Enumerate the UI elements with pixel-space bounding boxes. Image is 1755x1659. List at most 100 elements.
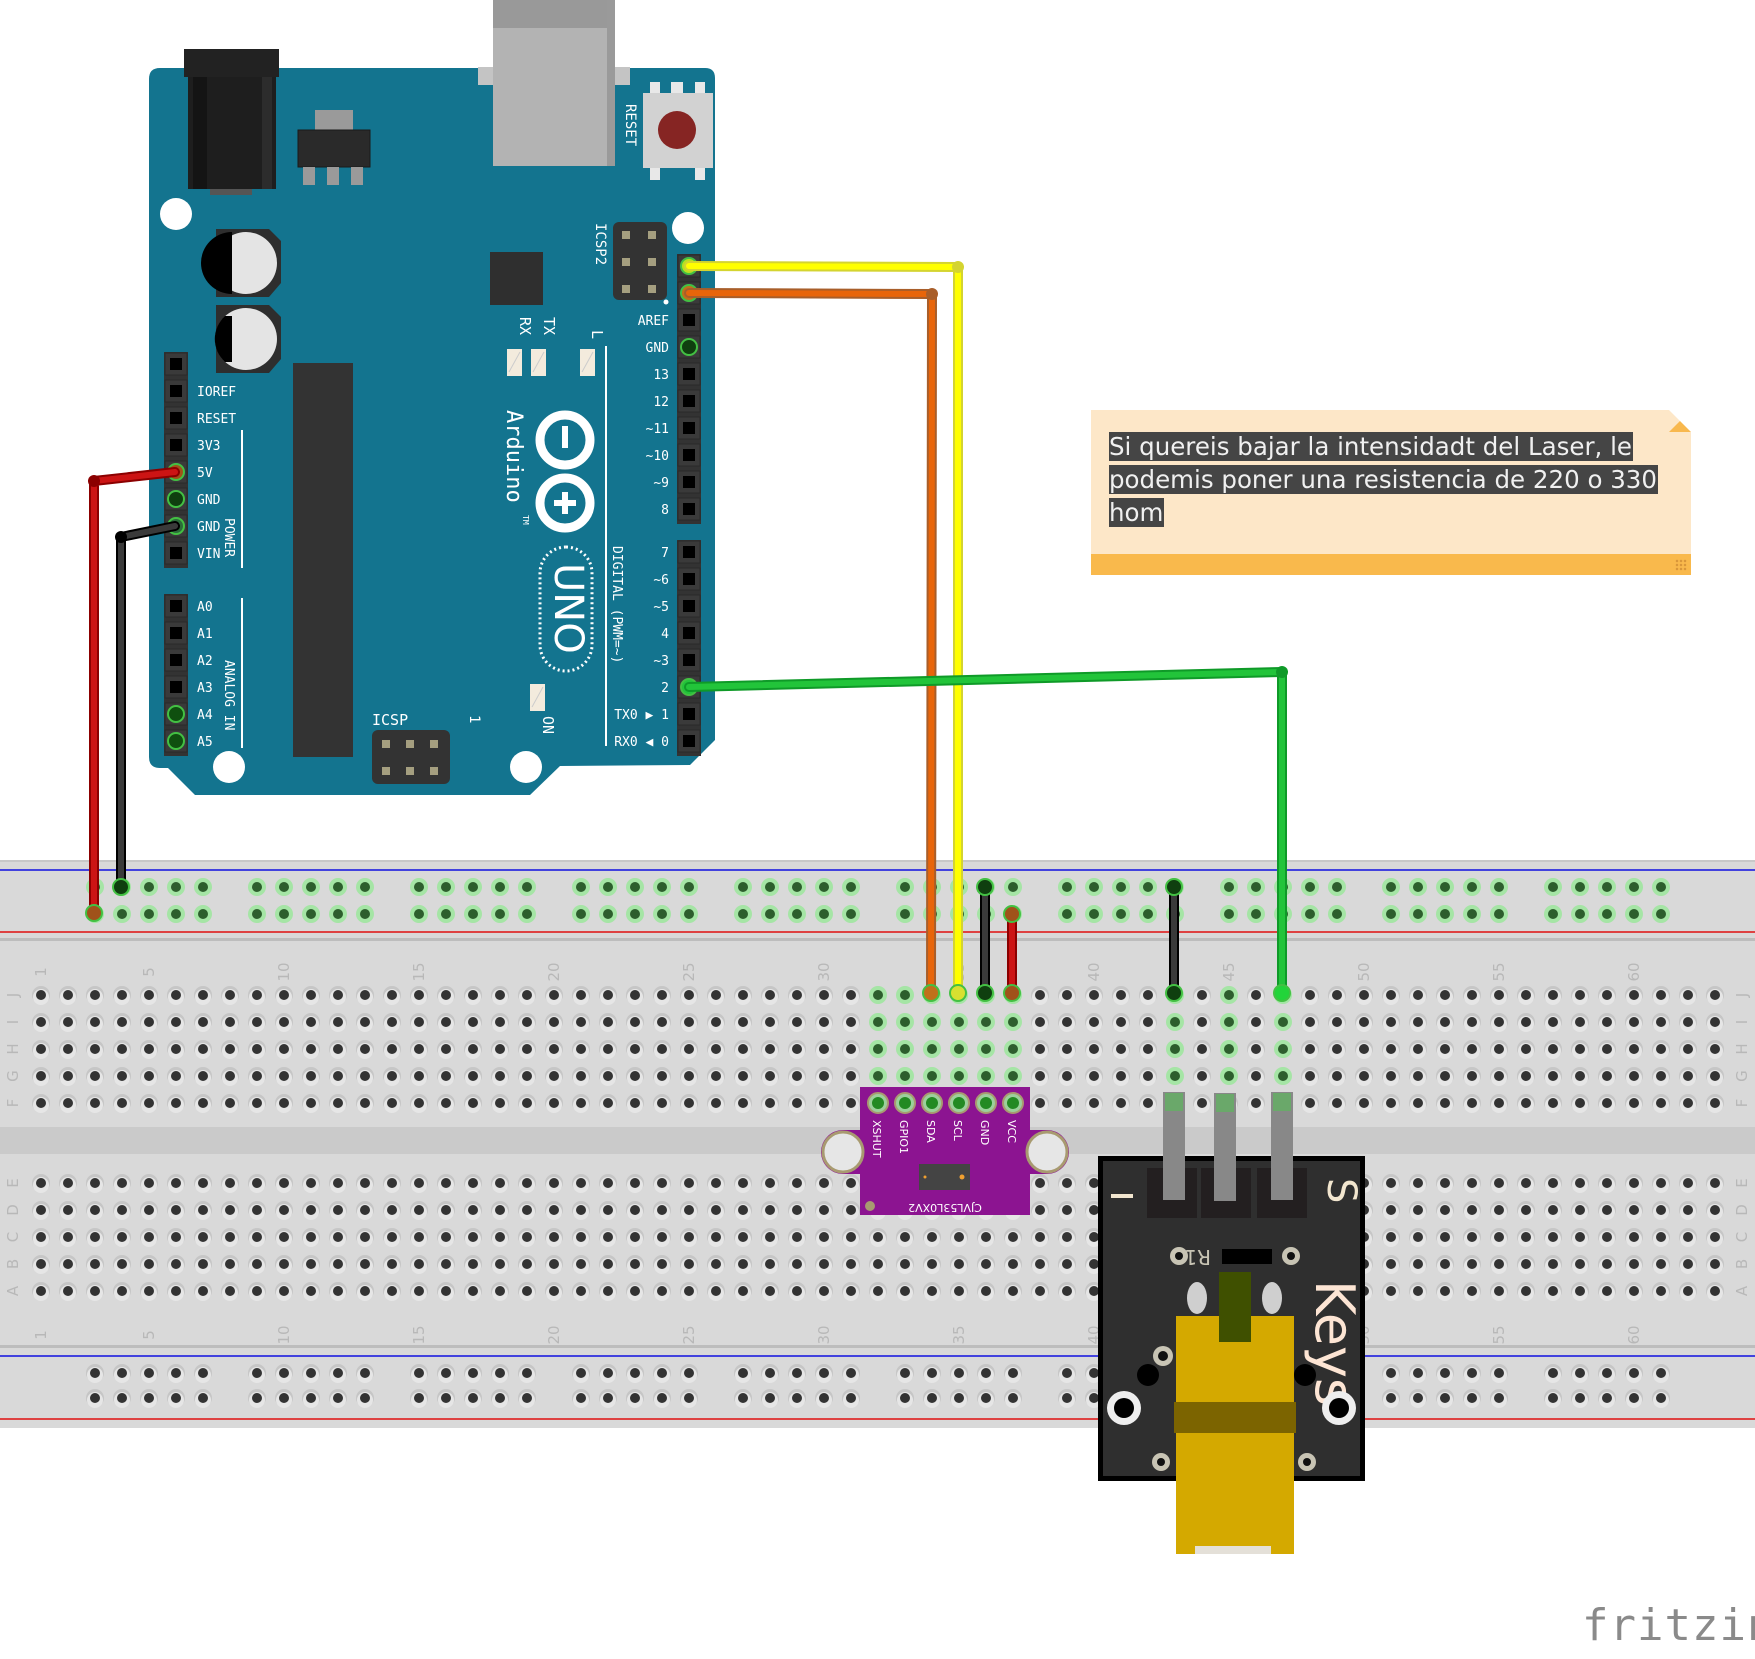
breadboard-hole-I30[interactable] [815, 1013, 833, 1032]
breadboard-hole-G14[interactable] [383, 1067, 401, 1086]
breadboard-hole-A14[interactable] [383, 1282, 401, 1301]
top-rail-hole[interactable] [302, 905, 320, 923]
top-rail-hole[interactable] [464, 905, 482, 923]
breadboard-hole-A33[interactable] [896, 1282, 914, 1301]
breadboard-hole-E6[interactable] [167, 1174, 185, 1193]
bottom-rail-hole[interactable] [248, 1364, 266, 1383]
breadboard-hole-E17[interactable] [464, 1174, 482, 1193]
breadboard-hole-D12[interactable] [329, 1201, 347, 1220]
breadboard-hole-F44[interactable] [1193, 1094, 1211, 1113]
wire-endpoint[interactable] [976, 878, 994, 896]
bottom-rail-hole[interactable] [1436, 1389, 1454, 1408]
breadboard-hole-C25[interactable] [680, 1228, 698, 1247]
breadboard-hole-J59[interactable] [1598, 986, 1616, 1005]
breadboard-hole-I15[interactable] [410, 1013, 428, 1032]
breadboard-hole-A5[interactable] [140, 1282, 158, 1301]
top-rail-hole[interactable] [1247, 905, 1265, 923]
breadboard-hole-B61[interactable] [1652, 1255, 1670, 1274]
breadboard-hole-I57[interactable] [1544, 1013, 1562, 1032]
top-rail-hole[interactable] [896, 878, 914, 896]
breadboard-hole-F1[interactable] [32, 1094, 50, 1113]
breadboard-hole-F16[interactable] [437, 1094, 455, 1113]
top-rail-hole[interactable] [1652, 878, 1670, 896]
bottom-rail-hole[interactable] [86, 1389, 104, 1408]
breadboard-hole-C35[interactable] [950, 1228, 968, 1247]
breadboard-hole-F4[interactable] [113, 1094, 131, 1113]
breadboard-hole-E53[interactable] [1436, 1174, 1454, 1193]
breadboard-hole-G38[interactable] [1031, 1067, 1049, 1086]
header-pin-a3[interactable]: A3 [164, 675, 213, 699]
breadboard-hole-G4[interactable] [113, 1067, 131, 1086]
breadboard-hole-I16[interactable] [437, 1013, 455, 1032]
breadboard-hole-H59[interactable] [1598, 1040, 1616, 1059]
breadboard-hole-E12[interactable] [329, 1174, 347, 1193]
breadboard-hole-G33[interactable] [896, 1067, 914, 1085]
breadboard-hole-G60[interactable] [1625, 1067, 1643, 1086]
breadboard-hole-J23[interactable] [626, 986, 644, 1005]
breadboard-hole-D10[interactable] [275, 1201, 293, 1220]
breadboard-hole-E62[interactable] [1679, 1174, 1697, 1193]
breadboard-hole-G43[interactable] [1166, 1067, 1184, 1085]
top-rail-hole[interactable] [599, 878, 617, 896]
breadboard-hole-H12[interactable] [329, 1040, 347, 1059]
bottom-rail-hole[interactable] [1652, 1389, 1670, 1408]
breadboard-hole-D25[interactable] [680, 1201, 698, 1220]
breadboard-hole-I38[interactable] [1031, 1013, 1049, 1032]
bottom-rail-hole[interactable] [1382, 1389, 1400, 1408]
breadboard-hole-B36[interactable] [977, 1255, 995, 1274]
breadboard-hole-I35[interactable] [950, 1013, 968, 1031]
breadboard-hole-G55[interactable] [1490, 1067, 1508, 1086]
breadboard-hole-A11[interactable] [302, 1282, 320, 1301]
breadboard-hole-G45[interactable] [1220, 1067, 1238, 1085]
header-pin-ioref[interactable]: IOREF [164, 379, 236, 403]
breadboard-hole-H36[interactable] [977, 1040, 995, 1058]
breadboard-hole-G30[interactable] [815, 1067, 833, 1086]
breadboard-hole-C14[interactable] [383, 1228, 401, 1247]
top-rail-hole[interactable] [1490, 878, 1508, 896]
top-rail-hole[interactable] [761, 905, 779, 923]
breadboard-hole-F11[interactable] [302, 1094, 320, 1113]
bottom-rail-hole[interactable] [977, 1389, 995, 1408]
breadboard-hole-A2[interactable] [59, 1282, 77, 1301]
breadboard-hole-J61[interactable] [1652, 986, 1670, 1005]
top-rail-hole[interactable] [1112, 905, 1130, 923]
breadboard-hole-G9[interactable] [248, 1067, 266, 1086]
bottom-rail-hole[interactable] [302, 1389, 320, 1408]
breadboard-hole-H25[interactable] [680, 1040, 698, 1059]
top-rail-hole[interactable] [1058, 878, 1076, 896]
bottom-rail-hole[interactable] [896, 1389, 914, 1408]
breadboard-hole-B14[interactable] [383, 1255, 401, 1274]
breadboard-hole-H26[interactable] [707, 1040, 725, 1059]
breadboard-hole-J15[interactable] [410, 986, 428, 1005]
breadboard-hole-G58[interactable] [1571, 1067, 1589, 1086]
breadboard-hole-B51[interactable] [1382, 1255, 1400, 1274]
breadboard-hole-H61[interactable] [1652, 1040, 1670, 1059]
breadboard-hole-B3[interactable] [86, 1255, 104, 1274]
breadboard-hole-H5[interactable] [140, 1040, 158, 1059]
header-pin[interactable] [164, 352, 188, 376]
breadboard-hole-I20[interactable] [545, 1013, 563, 1032]
breadboard-hole-C36[interactable] [977, 1228, 995, 1247]
breadboard-hole-D9[interactable] [248, 1201, 266, 1220]
breadboard-hole-H1[interactable] [32, 1040, 50, 1059]
breadboard-hole-C10[interactable] [275, 1228, 293, 1247]
breadboard-hole-D24[interactable] [653, 1201, 671, 1220]
breadboard-hole-F14[interactable] [383, 1094, 401, 1113]
breadboard-hole-H62[interactable] [1679, 1040, 1697, 1059]
top-rail-hole[interactable] [491, 878, 509, 896]
wire-endpoint[interactable] [112, 878, 130, 896]
wire-endpoint[interactable] [1003, 905, 1021, 923]
breadboard-hole-F3[interactable] [86, 1094, 104, 1113]
top-rail-hole[interactable] [248, 905, 266, 923]
wire-endpoint[interactable] [949, 984, 967, 1002]
breadboard-hole-C5[interactable] [140, 1228, 158, 1247]
breadboard-hole-J5[interactable] [140, 986, 158, 1005]
breadboard-hole-D55[interactable] [1490, 1201, 1508, 1220]
breadboard-hole-I3[interactable] [86, 1013, 104, 1032]
bottom-rail-hole[interactable] [140, 1364, 158, 1383]
header-pin-9[interactable]: ~9 [653, 470, 701, 494]
breadboard-hole-A56[interactable] [1517, 1282, 1535, 1301]
breadboard-hole-E7[interactable] [194, 1174, 212, 1193]
breadboard-hole-J31[interactable] [842, 986, 860, 1005]
breadboard-hole-E4[interactable] [113, 1174, 131, 1193]
